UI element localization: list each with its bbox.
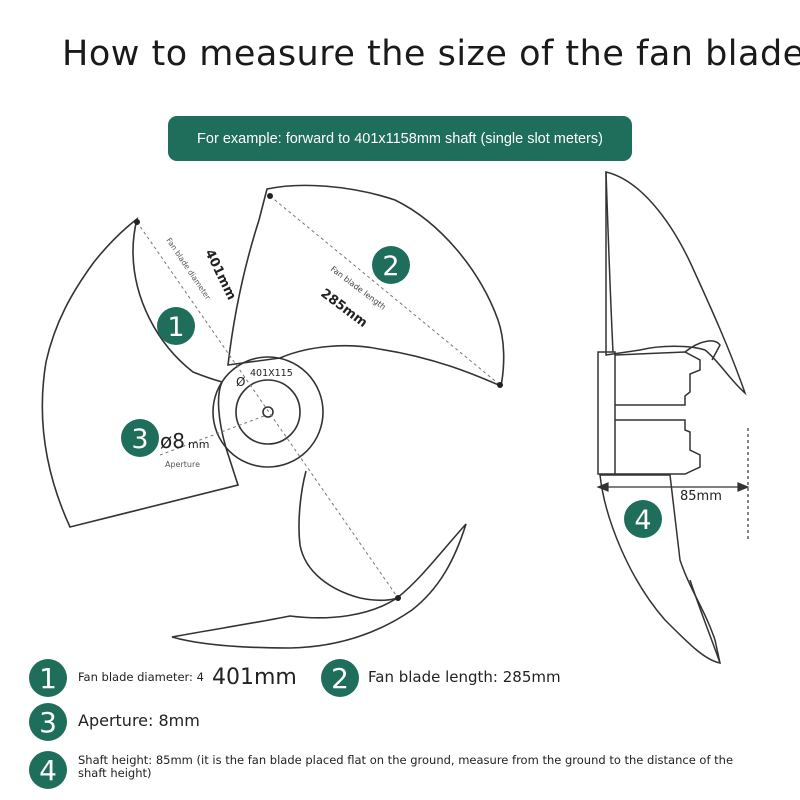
legend-item-1-value: 401mm bbox=[212, 665, 297, 690]
legend-item-1-text: Fan blade diameter: 4 bbox=[78, 670, 204, 684]
aperture-unit-label: mm bbox=[188, 438, 209, 451]
length-line bbox=[269, 195, 501, 386]
badge-4: 4 bbox=[624, 500, 662, 538]
fan-front-view bbox=[41, 184, 505, 649]
diameter-line bbox=[136, 221, 399, 599]
legend-item-4-text: Shaft height: 85mm (it is the fan blade … bbox=[78, 753, 734, 780]
blade-top bbox=[227, 184, 505, 388]
legend-badge-1: 1 bbox=[29, 659, 67, 697]
badge-3: 3 bbox=[121, 419, 159, 457]
hub-size-label: 401X115 bbox=[250, 368, 293, 379]
svg-text:4: 4 bbox=[634, 505, 651, 536]
blade-left bbox=[41, 216, 240, 528]
legend-badge-4: 4 bbox=[29, 751, 67, 789]
svg-text:3: 3 bbox=[131, 424, 148, 455]
side-hub-cap bbox=[684, 340, 721, 361]
aperture-value-label: ø8 bbox=[160, 429, 185, 453]
svg-text:1: 1 bbox=[167, 312, 184, 343]
hub-outer bbox=[212, 356, 324, 468]
legend-badge-2: 2 bbox=[321, 659, 359, 697]
badge-1: 1 bbox=[157, 307, 195, 345]
legend-item-2-text: Fan blade length: 285mm bbox=[368, 668, 561, 686]
side-hub-body bbox=[597, 351, 616, 475]
diameter-symbol: Ø bbox=[236, 375, 245, 389]
aperture-line bbox=[159, 415, 265, 456]
side-blade-lower-edge bbox=[689, 579, 721, 664]
diagram-badges: 1 2 3 4 bbox=[121, 246, 662, 538]
hub-inner bbox=[235, 379, 301, 445]
example-banner-text: For example: forward to 401x1158mm shaft… bbox=[197, 130, 603, 147]
dimension-lines bbox=[136, 195, 501, 599]
svg-text:2: 2 bbox=[382, 251, 399, 282]
side-blade-upper-inner bbox=[605, 171, 614, 353]
aperture-caption-label: Aperture bbox=[165, 460, 200, 469]
legend-item-3-text: Aperture: 8mm bbox=[78, 711, 200, 730]
page-title: How to measure the size of the fan blade bbox=[62, 34, 800, 74]
diameter-caption-label: Fan blade diameter bbox=[164, 236, 213, 302]
example-banner: For example: forward to 401x1158mm shaft… bbox=[168, 116, 632, 161]
blade-bottom bbox=[171, 523, 467, 649]
side-blade-upper bbox=[605, 171, 747, 396]
legend-badge-3: 3 bbox=[29, 703, 67, 741]
shaft-height-label: 85mm bbox=[680, 489, 722, 504]
badge-2: 2 bbox=[372, 246, 410, 284]
dimension-markers bbox=[134, 193, 503, 601]
shaft-height-dimension bbox=[596, 428, 750, 540]
fan-side-view bbox=[597, 171, 747, 664]
shaft-hole bbox=[262, 406, 274, 418]
blade-bottom-inner bbox=[298, 470, 398, 602]
side-hub-profile bbox=[614, 351, 701, 475]
